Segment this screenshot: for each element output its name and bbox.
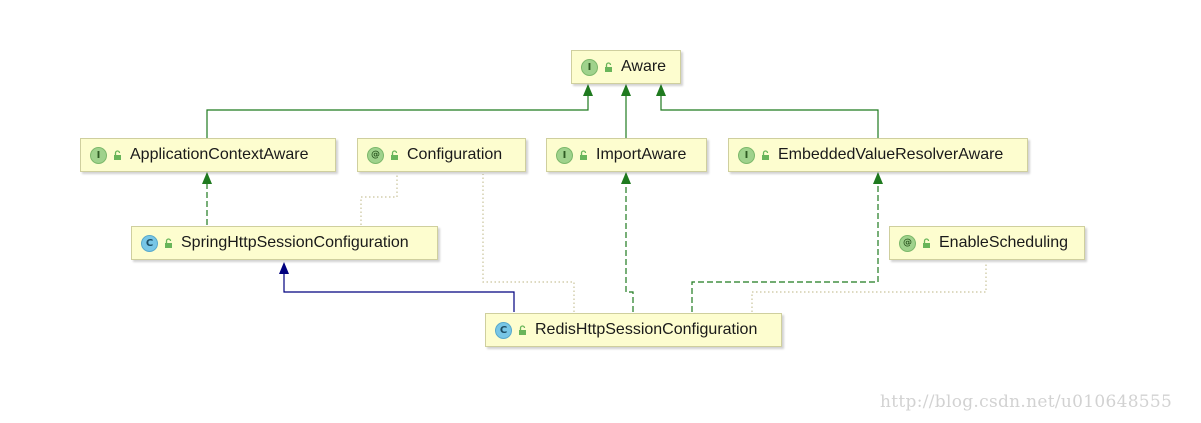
node-label: SpringHttpSessionConfiguration [181, 234, 409, 251]
node-enablescheduling[interactable]: @ EnableScheduling [889, 226, 1085, 260]
interface-icon: I [581, 58, 598, 76]
node-label: RedisHttpSessionConfiguration [535, 321, 758, 338]
lock-icon [391, 149, 398, 160]
edge-redishttp-configuration [482, 174, 575, 312]
lock-icon [114, 149, 121, 160]
edge-springhttp-configuration [360, 174, 398, 225]
node-label: Aware [621, 58, 667, 75]
lock-icon [165, 237, 172, 248]
lock-icon [580, 149, 587, 160]
arrowhead-icon [621, 172, 631, 184]
node-importaware[interactable]: I ImportAware [546, 138, 707, 172]
watermark-text: http://blog.csdn.net/u010648555 [880, 392, 1173, 412]
lock-icon [762, 149, 769, 160]
edge-redishttp-enablescheduling [751, 262, 987, 312]
node-label: ApplicationContextAware [130, 146, 309, 163]
node-springhttpsessionconfiguration[interactable]: C SpringHttpSessionConfiguration [131, 226, 438, 260]
annotation-icon: @ [367, 146, 384, 164]
node-configuration[interactable]: @ Configuration [357, 138, 526, 172]
arrowhead-icon [279, 262, 289, 274]
node-label: Configuration [407, 146, 503, 163]
node-embeddedvalueresolveraware[interactable]: I EmbeddedValueResolverAware [728, 138, 1028, 172]
node-label: ImportAware [596, 146, 687, 163]
arrowhead-icon [873, 172, 883, 184]
edge-applicationcontextaware-aware [206, 94, 589, 138]
node-aware[interactable]: I Aware [571, 50, 681, 84]
arrowhead-icon [621, 84, 631, 96]
arrowhead-icon [583, 84, 593, 96]
node-label: EmbeddedValueResolverAware [778, 146, 1004, 163]
arrowhead-icon [656, 84, 666, 96]
annotation-icon: @ [899, 234, 916, 252]
interface-icon: I [556, 146, 573, 164]
interface-icon: I [738, 146, 755, 164]
lock-icon [605, 61, 612, 72]
interface-icon: I [90, 146, 107, 164]
lock-icon [923, 237, 930, 248]
node-applicationcontextaware[interactable]: I ApplicationContextAware [80, 138, 336, 172]
edge-redishttp-springhttp [283, 274, 515, 312]
class-icon: C [495, 321, 512, 339]
edge-embeddedvalueresolveraware-aware [660, 94, 879, 138]
node-redishttpsessionconfiguration[interactable]: C RedisHttpSessionConfiguration [485, 313, 782, 347]
node-label: EnableScheduling [939, 234, 1068, 251]
edge-redishttp-embeddedvalueresolveraware [691, 182, 879, 312]
lock-icon [519, 324, 526, 335]
class-icon: C [141, 234, 158, 252]
arrowhead-icon [202, 172, 212, 184]
edge-redishttp-importaware [625, 182, 634, 312]
